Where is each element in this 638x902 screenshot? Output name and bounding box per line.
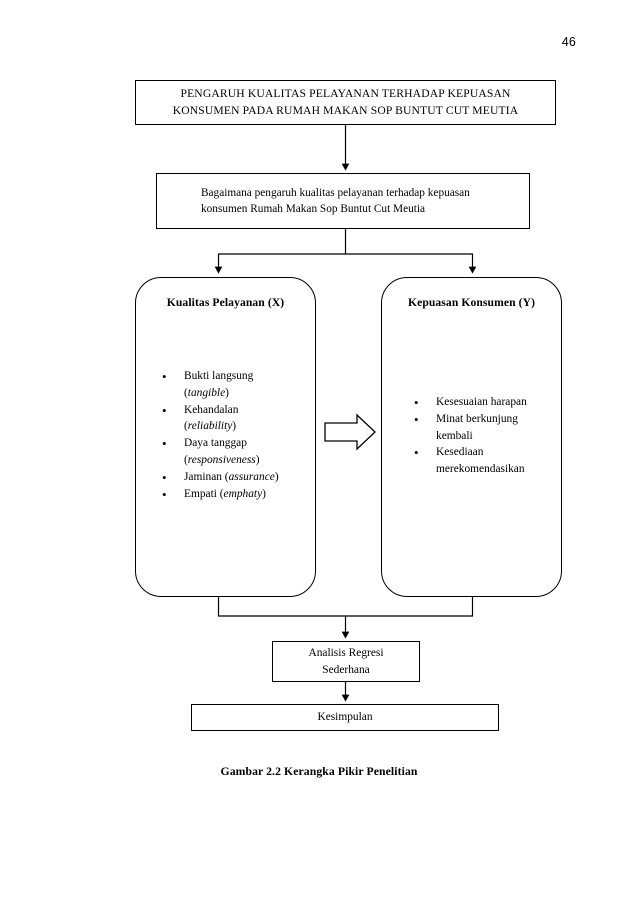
node-variable-y: Kepuasan Konsumen (Y) Kesesuaian harapan…	[381, 277, 562, 597]
list-item-subline: merekomendasikan	[436, 463, 525, 476]
variable-y-heading: Kepuasan Konsumen (Y)	[407, 296, 536, 309]
list-item-text: Kesediaan	[436, 446, 484, 459]
list-item-term: tangible	[187, 386, 226, 399]
list-item-text: Kesesuaian harapan	[436, 395, 527, 408]
node-research-question: Bagaimana pengaruh kualitas pelayanan te…	[156, 173, 530, 229]
research-question-line2: konsumen Rumah Makan Sop Buntut Cut Meut…	[201, 203, 426, 215]
list-item: Jaminan (assurance)	[160, 468, 315, 487]
list-item-subline: (tangible)	[184, 386, 229, 399]
list-item-term: reliability	[187, 420, 233, 433]
research-title-line2: KONSUMEN PADA RUMAH MAKAN SOP BUNTUT CUT…	[172, 103, 519, 117]
list-item-text: Bukti langsung	[184, 369, 254, 382]
edge-x-to-y-block-arrow	[324, 413, 376, 451]
node-conclusion: Kesimpulan	[191, 704, 499, 731]
analysis-line1: Analisis Regresi	[308, 646, 384, 659]
node-variable-x: Kualitas Pelayanan (X) Bukti langsung (ta…	[135, 277, 316, 597]
list-item-text: Kehandalan	[184, 403, 239, 416]
list-item: Kesesuaian harapan	[412, 393, 561, 412]
list-item-text-close: )	[274, 471, 279, 484]
edge-question-split	[214, 229, 477, 274]
list-item-term: assurance	[228, 471, 275, 484]
figure-caption: Gambar 2.2 Kerangka Pikir Penelitian	[220, 765, 418, 778]
list-item-subline: kembali	[436, 429, 473, 442]
research-title-line1: PENGARUH KUALITAS PELAYANAN TERHADAP KEP…	[180, 86, 511, 100]
list-item: Kehandalan (reliability)	[160, 401, 315, 436]
list-item-text-close: )	[262, 487, 266, 500]
list-item: Empati (emphaty)	[160, 485, 315, 504]
research-question-line1: Bagaimana pengaruh kualitas pelayanan te…	[201, 186, 470, 199]
conclusion-label: Kesimpulan	[317, 711, 373, 724]
list-item: Bukti langsung (tangible)	[160, 367, 315, 402]
variable-x-list: Bukti langsung (tangible) Kehandalan (relia…	[160, 367, 315, 504]
list-item-term: emphaty	[223, 487, 263, 500]
edge-merge-to-analysis	[217, 597, 474, 639]
list-item: Minat berkunjung kembali	[412, 410, 561, 445]
page-number: 46	[561, 35, 576, 49]
analysis-line2: Sederhana	[322, 663, 370, 676]
node-analysis-method: Analisis Regresi Sederhana	[272, 641, 420, 682]
list-item-term: responsiveness	[187, 454, 256, 467]
list-item-text: Daya tanggap	[184, 437, 247, 450]
list-item-text: Empati (	[184, 487, 224, 500]
node-research-title: PENGARUH KUALITAS PELAYANAN TERHADAP KEP…	[135, 80, 556, 125]
variable-x-heading: Kualitas Pelayanan (X)	[166, 296, 285, 309]
list-item-subline: (reliability)	[184, 420, 237, 433]
list-item: Daya tanggap (responsiveness)	[160, 434, 315, 469]
list-item-subline: (responsiveness)	[184, 454, 260, 467]
list-item-text: Minat berkunjung	[436, 412, 518, 425]
list-item-text: Jaminan (	[184, 471, 229, 484]
variable-y-list: Kesesuaian harapanMinat berkunjung kembal…	[412, 393, 561, 478]
list-item: Kesediaan merekomendasikan	[412, 443, 561, 478]
